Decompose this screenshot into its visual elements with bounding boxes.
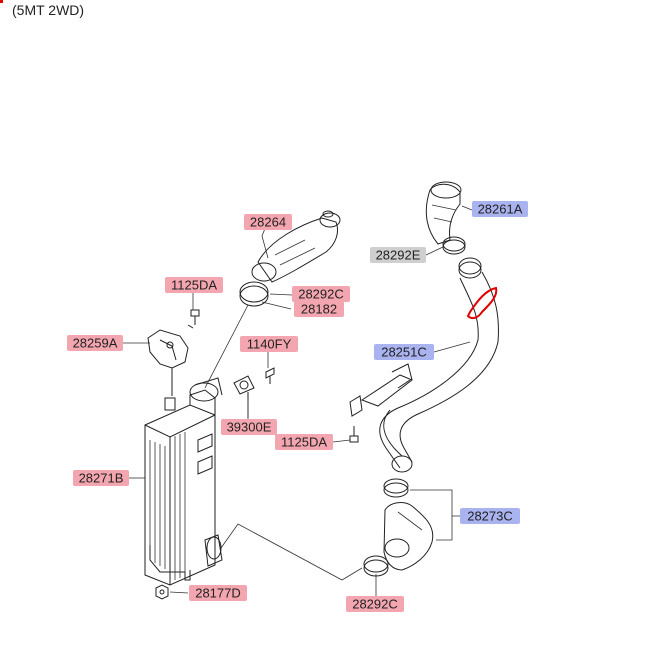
part-label-28264[interactable]: 28264 <box>244 214 292 230</box>
part-label-28292c[interactable]: 28292C <box>292 286 350 302</box>
intercooler-bracket[interactable] <box>147 329 189 396</box>
part-label-text: 28251C <box>381 345 427 360</box>
part-label-text: 1125DA <box>171 278 217 293</box>
part-label-background <box>370 247 426 263</box>
part-label-background <box>292 286 350 302</box>
part-label-1140fy[interactable]: 1140FY <box>240 336 298 352</box>
part-label-28271b[interactable]: 28271B <box>73 470 129 486</box>
bolt-1125da-top[interactable] <box>187 309 200 329</box>
highlight-marker <box>0 0 3 3</box>
clamp-28292e[interactable] <box>442 236 466 255</box>
nut-28177d[interactable] <box>155 584 169 600</box>
part-label-text: 28292C <box>352 597 398 612</box>
part-label-background <box>67 335 123 351</box>
part-label-text: 28292E <box>376 248 421 263</box>
part-label-background <box>472 201 528 217</box>
part-label-text: 28259A <box>73 336 118 351</box>
part-label-background <box>460 508 520 524</box>
part-label-28259a[interactable]: 28259A <box>67 335 123 351</box>
intercooler-inlet[interactable] <box>189 377 223 402</box>
clamp-28292c-top[interactable] <box>239 281 269 307</box>
part-label-background <box>294 301 344 317</box>
part-label-text: 28273C <box>467 509 513 524</box>
clamp-upper-pipe[interactable] <box>458 257 482 279</box>
part-label-1125da[interactable]: 1125DA <box>165 277 223 293</box>
part-label-text: 28292C <box>298 287 344 302</box>
part-label-28292e[interactable]: 28292E <box>370 247 426 263</box>
part-label-background <box>374 344 434 360</box>
pipe-28251c[interactable] <box>349 271 499 473</box>
part-label-background <box>221 419 277 435</box>
part-label-background <box>73 470 129 486</box>
highlight-outline <box>466 286 498 320</box>
diagram-caption: (5MT 2WD) <box>12 2 85 18</box>
part-label-background <box>240 336 298 352</box>
routing-line <box>220 523 363 581</box>
part-label-background <box>275 434 333 450</box>
part-label-28261a[interactable]: 28261A <box>472 201 528 217</box>
part-label-28292c[interactable]: 28292C <box>346 596 404 612</box>
part-label-1125da[interactable]: 1125DA <box>275 434 333 450</box>
leader-lines <box>123 205 473 596</box>
bolt-1140fy[interactable] <box>265 367 275 384</box>
hose-28264[interactable] <box>251 210 341 283</box>
part-label-background <box>189 585 247 601</box>
part-label-text: 28264 <box>250 215 286 230</box>
part-label-background <box>244 214 292 230</box>
part-label-28273c[interactable]: 28273C <box>460 508 520 524</box>
bolt-1125da-mid[interactable] <box>349 426 359 443</box>
part-label-background <box>165 277 223 293</box>
clamp-28292c-bottom[interactable] <box>363 555 389 577</box>
part-label-28177d[interactable]: 28177D <box>189 585 247 601</box>
part-label-text: 1140FY <box>247 337 292 352</box>
intercooler-core[interactable] <box>144 389 223 586</box>
hose-28261a[interactable] <box>425 181 462 245</box>
sensor-39300e[interactable] <box>233 375 255 418</box>
part-label-28251c[interactable]: 28251C <box>374 344 434 360</box>
part-label-39300e[interactable]: 39300E <box>221 419 277 435</box>
part-label-text: 39300E <box>227 420 272 435</box>
part-label-28182[interactable]: 28182 <box>294 301 344 317</box>
part-label-background <box>346 596 404 612</box>
hose-28273c[interactable] <box>383 478 434 571</box>
part-label-text: 28182 <box>301 302 337 317</box>
part-label-text: 28271B <box>79 471 124 486</box>
part-label-text: 28177D <box>195 586 241 601</box>
part-label-text: 1125DA <box>281 435 327 450</box>
part-label-text: 28261A <box>478 202 523 217</box>
